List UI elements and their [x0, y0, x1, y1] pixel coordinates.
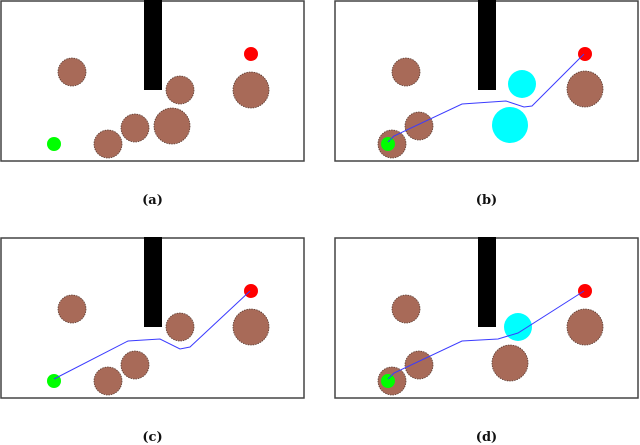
- static-obstacle: [404, 111, 434, 141]
- panel-a: [0, 0, 305, 162]
- goal-marker: [244, 284, 258, 298]
- static-obstacle: [120, 113, 150, 143]
- caption-a: (a): [142, 193, 163, 208]
- wall-obstacle: [478, 237, 496, 327]
- wall-obstacle: [144, 237, 162, 327]
- planned-path: [387, 290, 585, 380]
- wall-obstacle: [144, 0, 162, 90]
- dynamic-obstacle: [504, 313, 532, 341]
- static-obstacle: [566, 308, 604, 346]
- static-obstacle: [391, 57, 421, 87]
- dynamic-obstacle: [492, 107, 528, 143]
- static-obstacle: [153, 107, 191, 145]
- static-obstacle: [566, 70, 604, 108]
- static-obstacle: [404, 350, 434, 380]
- caption-d: (d): [475, 430, 498, 445]
- static-obstacle: [57, 57, 87, 87]
- static-obstacle: [93, 366, 123, 396]
- caption-b: (b): [475, 193, 498, 208]
- goal-marker: [578, 284, 592, 298]
- start-marker: [381, 374, 395, 388]
- static-obstacle: [165, 312, 195, 342]
- static-obstacle: [232, 71, 270, 109]
- panel-d: [334, 237, 639, 399]
- panel-c: [0, 237, 305, 399]
- static-obstacle: [57, 294, 87, 324]
- goal-marker: [244, 47, 258, 61]
- planned-path: [387, 53, 585, 143]
- static-obstacle: [232, 308, 270, 346]
- wall-obstacle: [478, 0, 496, 90]
- static-obstacle: [165, 75, 195, 105]
- static-obstacle: [93, 129, 123, 159]
- static-obstacle: [120, 350, 150, 380]
- dynamic-obstacle: [508, 70, 536, 98]
- start-marker: [47, 137, 61, 151]
- planned-path: [53, 290, 251, 380]
- panel-b: [334, 0, 639, 162]
- start-marker: [381, 137, 395, 151]
- goal-marker: [578, 47, 592, 61]
- caption-c: (c): [142, 430, 163, 445]
- static-obstacle: [391, 294, 421, 324]
- static-obstacle: [491, 344, 529, 382]
